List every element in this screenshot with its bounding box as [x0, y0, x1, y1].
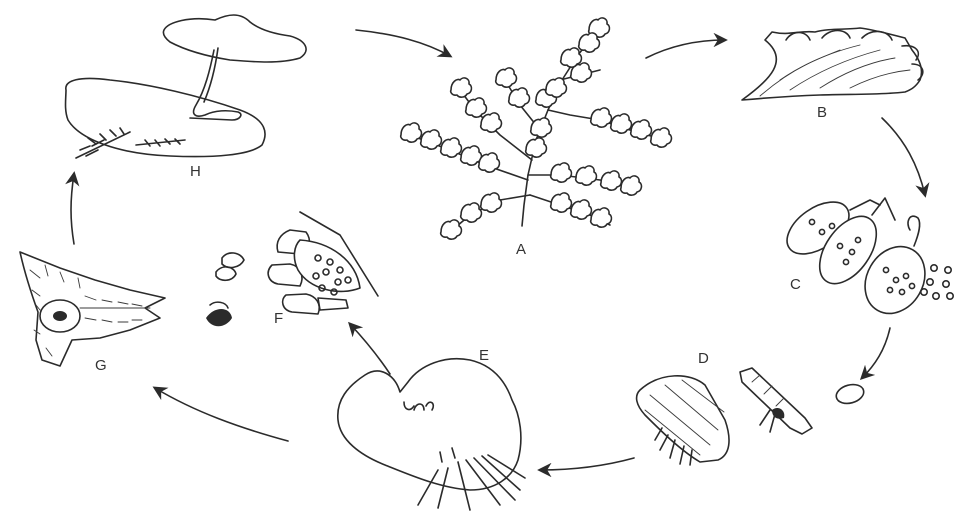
- spore: [834, 382, 866, 407]
- frond-leaflet: [561, 48, 582, 67]
- arrow-c-to-spore: [862, 328, 890, 378]
- arrow-e-to-f: [350, 324, 390, 374]
- frond-leaflet: [611, 114, 632, 133]
- spore-dot: [921, 289, 927, 295]
- label-a: A: [516, 241, 526, 258]
- frond-leaflet: [481, 113, 502, 132]
- label-c: C: [790, 276, 801, 293]
- label-e: E: [479, 347, 489, 364]
- label-f: F: [274, 310, 283, 327]
- frond-leaflet: [601, 171, 622, 190]
- frond-leaflet: [461, 203, 482, 222]
- frond-leaflet: [551, 163, 572, 182]
- stage-g-archegonium: [20, 252, 165, 366]
- frond-leaflet: [531, 118, 552, 137]
- arrow-e-to-g: [155, 388, 288, 441]
- spore-dot: [931, 265, 937, 271]
- frond-leaflet: [441, 138, 462, 157]
- frond-leaflet: [631, 120, 652, 139]
- stage-b-pinna-with-sori: [742, 28, 923, 100]
- arrow-g-to-h: [71, 174, 74, 244]
- spore-dot: [945, 267, 951, 273]
- frond-leaflet: [451, 78, 472, 97]
- frond-leaflet: [591, 208, 612, 227]
- spore-dot: [927, 279, 933, 285]
- frond-leaflet: [591, 108, 612, 127]
- frond-leaflet: [651, 128, 672, 147]
- frond-leaflet: [551, 193, 572, 212]
- spore-dot: [947, 293, 953, 299]
- arrow-a-to-b: [646, 40, 725, 58]
- frond-leaflet: [571, 200, 592, 219]
- label-b: B: [817, 104, 827, 121]
- label-h: H: [190, 163, 201, 180]
- spore-dot: [943, 281, 949, 287]
- frond-leaflet: [579, 33, 600, 52]
- frond-leaflet: [481, 193, 502, 212]
- stage-d-germinating-prothallus: [637, 368, 812, 465]
- spore-dot: [933, 293, 939, 299]
- stage-e-prothallus: [338, 359, 525, 510]
- label-g: G: [95, 357, 107, 374]
- arrow-b-to-c: [882, 118, 925, 195]
- frond-leaflet: [461, 146, 482, 165]
- stage-f-antheridium-and-sperm: [206, 212, 378, 326]
- frond-leaflet: [401, 123, 422, 142]
- frond-leaflet: [576, 166, 597, 185]
- frond-leaflet: [466, 98, 487, 117]
- frond-leaflet: [441, 220, 462, 239]
- arrow-h-to-a: [356, 30, 450, 56]
- frond-leaflet: [509, 88, 530, 107]
- frond-leaflet: [526, 138, 547, 157]
- label-d: D: [698, 350, 709, 367]
- stage-h-young-sporophyte: [66, 15, 307, 158]
- frond-leaflet: [421, 130, 442, 149]
- frond-leaflet: [546, 78, 567, 97]
- frond-leaflet: [479, 153, 500, 172]
- frond-leaflet: [496, 68, 517, 87]
- arrow-d-to-e: [540, 458, 634, 470]
- stage-c-sporangia: [778, 192, 953, 325]
- frond-leaflet: [621, 176, 642, 195]
